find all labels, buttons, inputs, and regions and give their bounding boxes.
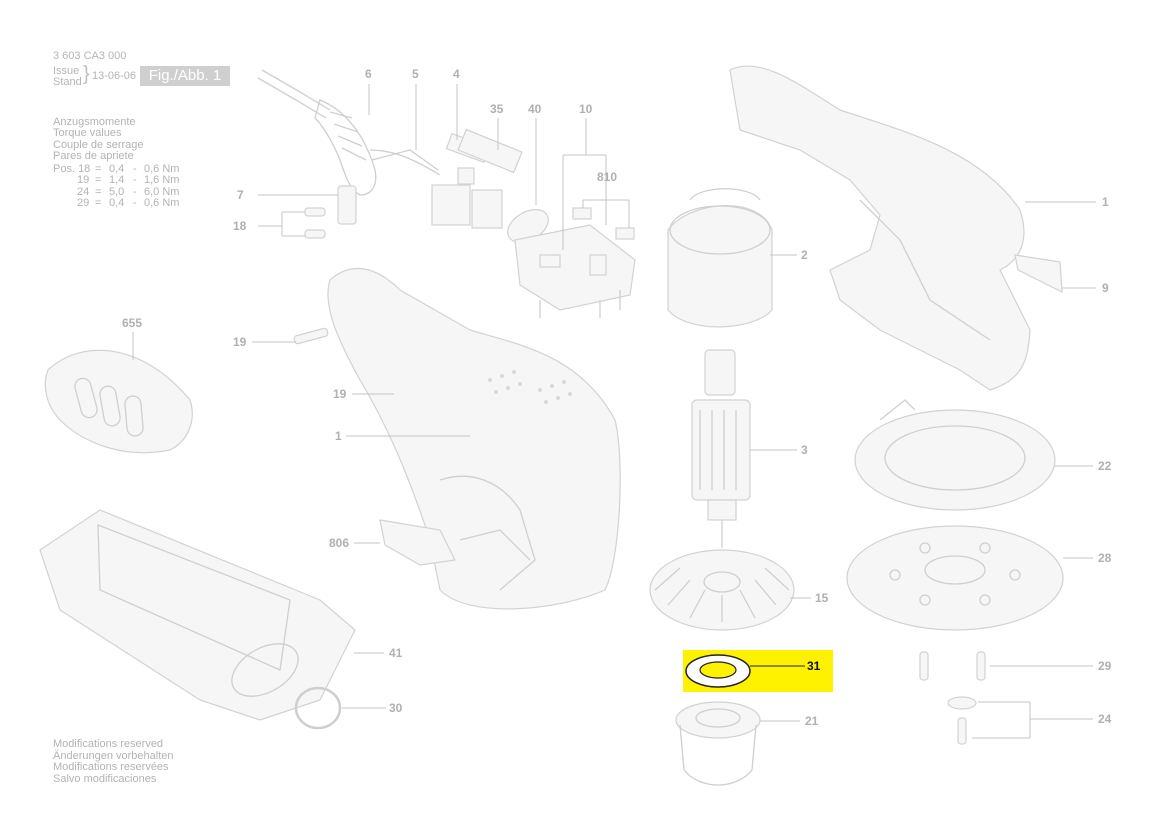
part-label-30: 30: [389, 701, 403, 715]
stand-label: Stand: [53, 76, 82, 88]
washer-31: [685, 654, 751, 688]
cover-655: [44, 349, 193, 454]
part-label-22: 22: [1098, 459, 1112, 473]
clip-7: [337, 185, 357, 225]
issue-date: 13-06-06: [92, 70, 137, 82]
part-label-3: 3: [801, 443, 808, 457]
housing-left: [327, 267, 621, 610]
torque-dash: -: [133, 163, 137, 175]
armature-3: [691, 349, 751, 548]
torque-eq: =: [95, 163, 102, 175]
part-label-31: 31: [807, 659, 821, 673]
issue-label: Issue: [53, 65, 80, 77]
torque-min: 1,4: [109, 174, 125, 186]
brush-810b: [615, 227, 635, 240]
electronics-board: [514, 224, 636, 318]
part-label-2: 2: [801, 248, 808, 262]
part-label-35: 35: [490, 102, 504, 116]
fan-15: [649, 549, 795, 631]
cover-35: [457, 128, 523, 174]
footer-line-fr: Modifications reservées: [53, 761, 169, 773]
part-label-5: 5: [412, 67, 419, 81]
screw-29a: [919, 651, 929, 681]
part-label-29: 29: [1098, 659, 1112, 673]
cover-806: [379, 519, 456, 566]
torque-pos: 24: [77, 186, 90, 198]
torque-dash: -: [133, 174, 137, 186]
torque-title-en: Torque values: [53, 127, 122, 139]
cord-strain-relief: [257, 69, 439, 196]
part-label-4: 4: [453, 67, 460, 81]
torque-title-es: Pares de apriete: [53, 150, 134, 162]
part-label-28: 28: [1098, 551, 1112, 565]
part-label-9: 9: [1102, 281, 1109, 295]
part-label-810: 810: [597, 170, 617, 184]
part-label-655: 655: [122, 316, 142, 330]
torque-dash: -: [133, 186, 137, 198]
part-labels: 6 5 4 35 40 10 810 7 18 655 19 19 1 806 …: [122, 67, 1112, 728]
figure-label: Fig./Abb. 1: [140, 66, 230, 86]
brush-810a: [572, 207, 592, 220]
torque-pos: 19: [77, 174, 90, 186]
footer-line-en: Modifications reserved: [53, 738, 164, 750]
torque-max: 1,6 Nm: [144, 174, 180, 186]
torque-min: 0,4: [109, 197, 125, 209]
torque-pos: Pos. 18: [53, 163, 91, 175]
part-label-1: 1: [335, 429, 342, 443]
part-label-19: 19: [333, 387, 347, 401]
torque-dash: -: [133, 197, 137, 209]
cable: [369, 149, 441, 176]
issue-brace: }: [83, 63, 90, 85]
part-label-806: 806: [329, 536, 349, 550]
torque-max: 0,6 Nm: [144, 163, 180, 175]
washer-24: [947, 696, 977, 710]
torque-pos: 29: [77, 197, 90, 209]
torque-eq: =: [95, 174, 102, 186]
torque-title-de: Anzugsmomente: [53, 116, 136, 128]
screws-18: [304, 207, 326, 239]
stator-2: [667, 188, 773, 328]
bearing-21: [675, 701, 761, 786]
vent-dots: [488, 370, 572, 404]
torque-title-fr: Couple de serrage: [53, 139, 144, 151]
part-label-24: 24: [1098, 712, 1112, 726]
screw-24: [957, 717, 967, 745]
torque-max: 6,0 Nm: [144, 186, 180, 198]
dust-box-41: [39, 509, 356, 721]
torque-eq: =: [95, 186, 102, 198]
footer-line-es: Salvo modificaciones: [53, 773, 157, 785]
torque-min: 5,0: [109, 186, 125, 198]
part-label-18: 18: [233, 219, 247, 233]
doc-number: 3 603 CA3 000: [53, 50, 127, 62]
part-label-6: 6: [365, 67, 372, 81]
housing-right: [729, 65, 1031, 391]
part-label-40: 40: [528, 102, 542, 116]
torque-min: 0,4: [109, 163, 125, 175]
part-label-21: 21: [805, 714, 819, 728]
part-label-7: 7: [237, 188, 244, 202]
part-label-1: 1: [1102, 195, 1109, 209]
leader-lines: [132, 84, 1096, 739]
screw-29b: [976, 651, 986, 681]
torque-eq: =: [95, 197, 102, 209]
o-ring-30: [294, 686, 342, 730]
part-label-15: 15: [815, 591, 829, 605]
sanding-pad-28: [846, 525, 1064, 631]
torque-max: 0,6 Nm: [144, 197, 180, 209]
part-label-19: 19: [233, 335, 247, 349]
part-label-41: 41: [389, 646, 403, 660]
screw-19a: [293, 327, 329, 345]
footer-line-de: Änderungen vorbehalten: [53, 750, 174, 762]
pad-brake-22: [854, 399, 1056, 511]
part-label-10: 10: [579, 102, 593, 116]
label-9: [1014, 254, 1063, 294]
